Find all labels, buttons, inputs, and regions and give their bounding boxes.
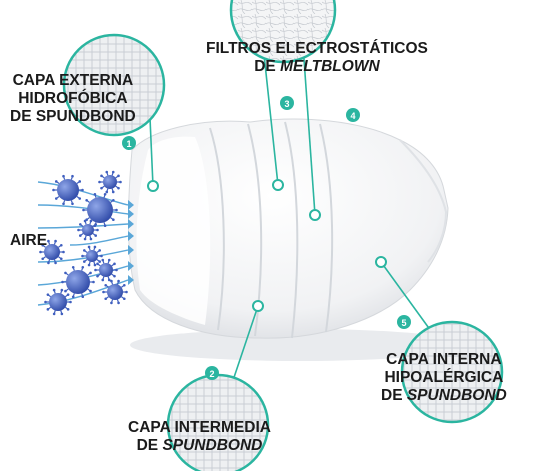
svg-text:1: 1 bbox=[126, 139, 131, 149]
label-middle-layer: CAPA INTERMEDIA DE SPUNDBOND bbox=[128, 419, 271, 455]
label-filters-line1: FILTROS ELECTROSTÁTICOS bbox=[206, 40, 428, 57]
anchor-dots bbox=[147, 179, 387, 312]
virus-particle bbox=[52, 174, 84, 206]
label-middle-line2: DE SPUNDBOND bbox=[128, 437, 271, 455]
virus-particle bbox=[81, 245, 103, 267]
label-filters-line2: DE MELTBLOWN bbox=[206, 58, 428, 76]
airflow-arrowheads bbox=[128, 200, 134, 285]
label-middle-line1: CAPA INTERMEDIA bbox=[128, 419, 271, 436]
marker-2: 2 bbox=[205, 366, 219, 380]
label-inner-em: SPUNDBOND bbox=[406, 387, 507, 404]
label-inner-prefix: DE bbox=[381, 387, 407, 404]
marker-4: 4 bbox=[346, 108, 360, 122]
virus-particle bbox=[44, 288, 72, 316]
svg-text:3: 3 bbox=[284, 99, 289, 109]
marker-1: 1 bbox=[122, 136, 136, 150]
virus-particle bbox=[61, 265, 95, 299]
svg-text:2: 2 bbox=[209, 369, 214, 379]
marker-3: 3 bbox=[280, 96, 294, 110]
virus-particle bbox=[94, 258, 118, 282]
label-inner-line1: CAPA INTERNA bbox=[386, 351, 502, 368]
virus-particle bbox=[39, 239, 65, 265]
label-outer-line2: HIDROFÓBICA bbox=[18, 90, 128, 107]
label-outer-layer: CAPA EXTERNA HIDROFÓBICA DE SPUNDBOND bbox=[10, 72, 136, 126]
mask-shadow bbox=[130, 329, 470, 361]
virus-particle bbox=[77, 219, 99, 241]
magnifier-inner-layer bbox=[400, 320, 504, 424]
label-outer-line3: DE SPUNDBOND bbox=[10, 108, 136, 125]
label-air: AIRE bbox=[10, 232, 47, 250]
mask bbox=[127, 118, 449, 339]
svg-text:4: 4 bbox=[350, 111, 355, 121]
label-air-text: AIRE bbox=[10, 232, 48, 249]
virus-particles bbox=[39, 170, 128, 316]
svg-text:5: 5 bbox=[401, 318, 406, 328]
magnifier-outer-layer bbox=[62, 33, 166, 137]
label-inner-line2: HIPOALÉRGICA bbox=[384, 369, 504, 386]
label-inner-line3: DE SPUNDBOND bbox=[381, 387, 507, 405]
label-middle-em: SPUNDBOND bbox=[162, 437, 263, 454]
virus-particle bbox=[102, 279, 128, 305]
marker-5: 5 bbox=[397, 315, 411, 329]
label-outer-line1: CAPA EXTERNA bbox=[12, 72, 134, 89]
label-inner-layer: CAPA INTERNA HIPOALÉRGICA DE SPUNDBOND bbox=[381, 351, 507, 405]
magnifier-filters bbox=[229, 0, 337, 64]
label-middle-prefix: DE bbox=[136, 437, 163, 454]
virus-particle bbox=[98, 170, 122, 194]
label-filters-em: MELTBLOWN bbox=[280, 58, 380, 75]
label-filters-prefix: DE bbox=[254, 58, 281, 75]
label-filters: FILTROS ELECTROSTÁTICOS DE MELTBLOWN bbox=[206, 40, 428, 76]
virus-particle bbox=[82, 193, 118, 227]
